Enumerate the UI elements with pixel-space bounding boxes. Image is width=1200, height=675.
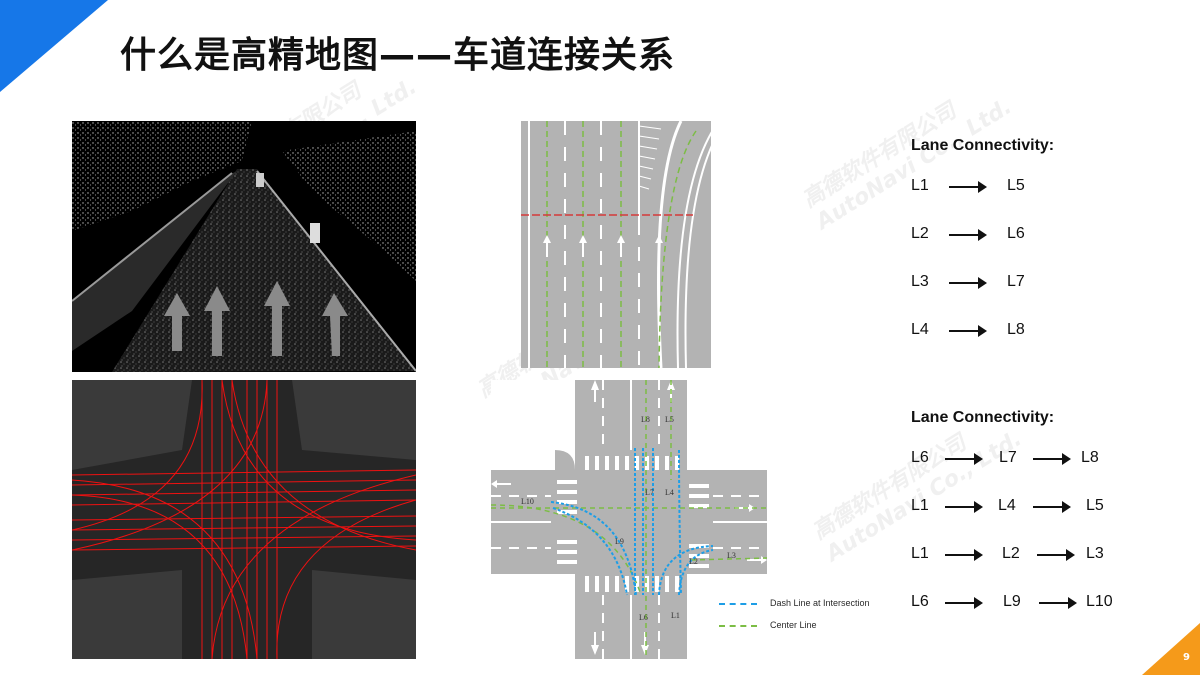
lane-label: L4 [665, 488, 674, 497]
lane-label: L9 [615, 537, 624, 546]
dash-line-swatch [719, 603, 757, 605]
arrow-right-icon [949, 229, 987, 241]
intersection-lane-diagram: L8 L5 L7 L4 L10 L9 L3 L2 L6 L1 [491, 380, 767, 659]
lane-a: L6 [911, 449, 929, 466]
lane-label: L6 [639, 613, 648, 622]
arrow-right-icon [945, 549, 983, 561]
legend-label: Center Line [770, 620, 817, 630]
connectivity-row: L6 L9 L10 [911, 593, 1141, 641]
lane-label: L8 [641, 415, 650, 424]
page-number: 9 [1183, 652, 1190, 663]
lane-b: L7 [999, 449, 1017, 466]
lane-a: L1 [911, 545, 929, 562]
lane-to: L5 [1007, 177, 1025, 194]
arrow-right-icon [1033, 453, 1071, 465]
lane-b: L2 [1002, 545, 1020, 562]
legend-dash-line: Dash Line at Intersection [719, 598, 889, 612]
lane-c: L8 [1081, 449, 1099, 466]
point-cloud-intersection-image [72, 380, 416, 659]
arrow-right-icon [949, 181, 987, 193]
lane-from: L4 [911, 321, 929, 338]
lane-label: L2 [689, 557, 698, 566]
connectivity-row: L4 L8 [911, 321, 1111, 369]
lane-a: L1 [911, 497, 929, 514]
connectivity-row: L6 L7 L8 [911, 449, 1141, 497]
corner-decoration-blue [0, 0, 108, 92]
lane-b: L4 [998, 497, 1016, 514]
connectivity-row: L1 L4 L5 [911, 497, 1141, 545]
arrow-right-icon [949, 277, 987, 289]
connectivity-row: L1 L5 [911, 177, 1111, 225]
point-cloud-highway-image [72, 121, 416, 372]
page-title: 什么是高精地图——车道连接关系 [120, 35, 676, 76]
arrow-right-icon [1039, 597, 1077, 609]
lane-from: L2 [911, 225, 929, 242]
arrow-right-icon [945, 453, 983, 465]
lane-label: L5 [665, 415, 674, 424]
center-line-swatch [719, 625, 757, 627]
lane-label: L7 [645, 488, 654, 497]
lane-to: L6 [1007, 225, 1025, 242]
legend-label: Dash Line at Intersection [770, 598, 870, 608]
lane-label: L1 [671, 611, 680, 620]
connectivity-title: Lane Connectivity: [911, 409, 1055, 426]
lane-connectivity-bottom: Lane Connectivity: L6 L7 L8 L1 L4 L5 L1 … [911, 409, 1141, 641]
arrow-right-icon [1037, 549, 1075, 561]
lane-connectivity-top: Lane Connectivity: L1 L5 L2 L6 L3 L7 L4 … [911, 137, 1111, 369]
arrow-right-icon [945, 501, 983, 513]
arrow-right-icon [1033, 501, 1071, 513]
lane-to: L7 [1007, 273, 1025, 290]
corner-decoration-orange [1142, 623, 1200, 675]
lane-a: L6 [911, 593, 929, 610]
connectivity-row: L2 L6 [911, 225, 1111, 273]
lane-c: L10 [1086, 593, 1113, 610]
lane-c: L3 [1086, 545, 1104, 562]
lane-label: L10 [521, 497, 534, 506]
arrow-right-icon [949, 325, 987, 337]
lane-from: L1 [911, 177, 929, 194]
arrow-right-icon [945, 597, 983, 609]
connectivity-row: L1 L2 L3 [911, 545, 1141, 593]
connectivity-row: L3 L7 [911, 273, 1111, 321]
lane-merge-diagram [521, 121, 732, 368]
lane-label: L3 [727, 551, 736, 560]
lane-c: L5 [1086, 497, 1104, 514]
lane-from: L3 [911, 273, 929, 290]
lane-to: L8 [1007, 321, 1025, 338]
connectivity-title: Lane Connectivity: [911, 137, 1055, 154]
legend-center-line: Center Line [719, 620, 889, 634]
lane-b: L9 [1003, 593, 1021, 610]
